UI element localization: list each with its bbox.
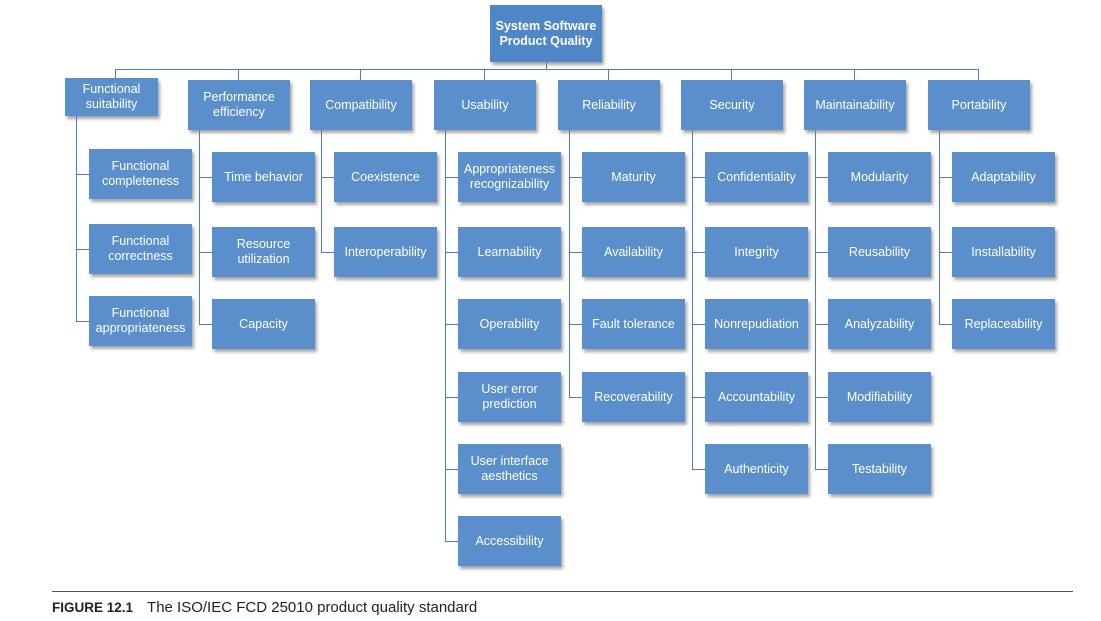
- subcharacteristic-replaceability: Replaceability: [952, 299, 1055, 349]
- subcharacteristic-operability: Operability: [458, 299, 561, 349]
- connector-line: [815, 397, 828, 398]
- connector-line: [360, 69, 361, 80]
- connector-line: [445, 469, 458, 470]
- connector-line: [692, 397, 705, 398]
- connector-line: [569, 397, 582, 398]
- category-security: Security: [681, 80, 783, 130]
- figure-label: FIGURE 12.1: [52, 600, 134, 615]
- connector-line: [199, 252, 212, 253]
- connector-line: [238, 69, 239, 80]
- subcharacteristic-functional-correctness: Functional correctness: [89, 224, 192, 274]
- connector-line: [854, 69, 855, 80]
- subcharacteristic-modifiability: Modifiability: [828, 372, 931, 422]
- category-reliability: Reliability: [558, 80, 660, 130]
- subcharacteristic-learnability: Learnability: [458, 227, 561, 277]
- subcharacteristic-appropriateness-recognizability: Appropriateness recognizability: [458, 152, 561, 202]
- connector-line: [692, 177, 705, 178]
- subcharacteristic-user-interface-aesthetics: User interface aesthetics: [458, 444, 561, 494]
- category-maintainability: Maintainability: [804, 80, 906, 130]
- connector-line: [692, 469, 705, 470]
- subcharacteristic-accountability: Accountability: [705, 372, 808, 422]
- connector-line: [445, 252, 458, 253]
- subcharacteristic-functional-appropriateness: Functional appropriateness: [89, 296, 192, 346]
- subcharacteristic-interoperability: Interoperability: [334, 227, 437, 277]
- category-performance-efficiency: Performance efficiency: [188, 80, 290, 130]
- connector-line: [115, 69, 116, 78]
- category-portability: Portability: [928, 80, 1030, 130]
- subcharacteristic-installability: Installability: [952, 227, 1055, 277]
- connector-line: [569, 177, 582, 178]
- connector-line: [546, 62, 547, 69]
- figure-caption: FIGURE 12.1 The ISO/IEC FCD 25010 product…: [52, 599, 477, 616]
- caption-divider: [52, 591, 1073, 592]
- connector-line: [569, 252, 582, 253]
- connector-line: [321, 177, 334, 178]
- category-compatibility: Compatibility: [310, 80, 412, 130]
- connector-line: [692, 252, 705, 253]
- connector-line: [76, 116, 77, 321]
- connector-line: [815, 177, 828, 178]
- connector-line: [445, 397, 458, 398]
- connector-line: [939, 324, 952, 325]
- subcharacteristic-user-error-prediction: User error prediction: [458, 372, 561, 422]
- subcharacteristic-accessibility: Accessibility: [458, 516, 561, 566]
- connector-line: [76, 321, 89, 322]
- root-node: System Software Product Quality: [490, 5, 602, 62]
- subcharacteristic-analyzability: Analyzability: [828, 299, 931, 349]
- connector-line: [815, 252, 828, 253]
- connector-line: [692, 324, 705, 325]
- category-functional-suitability: Functional suitability: [65, 78, 158, 116]
- connector-line: [199, 130, 200, 324]
- subcharacteristic-adaptability: Adaptability: [952, 152, 1055, 202]
- connector-line: [815, 130, 816, 469]
- subcharacteristic-resource-utilization: Resource utilization: [212, 227, 315, 277]
- connector-line: [321, 252, 334, 253]
- subcharacteristic-functional-completeness: Functional completeness: [89, 149, 192, 199]
- connector-line: [445, 130, 446, 541]
- subcharacteristic-time-behavior: Time behavior: [212, 152, 315, 202]
- connector-line: [978, 69, 979, 80]
- connector-line: [445, 324, 458, 325]
- connector-line: [939, 252, 952, 253]
- subcharacteristic-authenticity: Authenticity: [705, 444, 808, 494]
- connector-line: [731, 69, 732, 80]
- category-usability: Usability: [434, 80, 536, 130]
- connector-line: [115, 69, 978, 70]
- subcharacteristic-coexistence: Coexistence: [334, 152, 437, 202]
- subcharacteristic-capacity: Capacity: [212, 299, 315, 349]
- connector-line: [608, 69, 609, 80]
- connector-line: [76, 174, 89, 175]
- figure-title: The ISO/IEC FCD 25010 product quality st…: [147, 599, 478, 616]
- connector-line: [569, 324, 582, 325]
- connector-line: [199, 324, 212, 325]
- connector-line: [445, 177, 458, 178]
- connector-line: [484, 69, 485, 80]
- connector-line: [321, 130, 322, 252]
- connector-line: [692, 130, 693, 469]
- connector-line: [815, 324, 828, 325]
- subcharacteristic-confidentiality: Confidentiality: [705, 152, 808, 202]
- connector-line: [76, 249, 89, 250]
- subcharacteristic-integrity: Integrity: [705, 227, 808, 277]
- subcharacteristic-availability: Availability: [582, 227, 685, 277]
- subcharacteristic-recoverability: Recoverability: [582, 372, 685, 422]
- connector-line: [199, 177, 212, 178]
- connector-line: [569, 130, 570, 397]
- subcharacteristic-modularity: Modularity: [828, 152, 931, 202]
- connector-line: [445, 541, 458, 542]
- connector-line: [939, 177, 952, 178]
- subcharacteristic-maturity: Maturity: [582, 152, 685, 202]
- subcharacteristic-fault-tolerance: Fault tolerance: [582, 299, 685, 349]
- connector-line: [815, 469, 828, 470]
- connector-line: [939, 130, 940, 324]
- subcharacteristic-testability: Testability: [828, 444, 931, 494]
- subcharacteristic-nonrepudiation: Nonrepudiation: [705, 299, 808, 349]
- subcharacteristic-reusability: Reusability: [828, 227, 931, 277]
